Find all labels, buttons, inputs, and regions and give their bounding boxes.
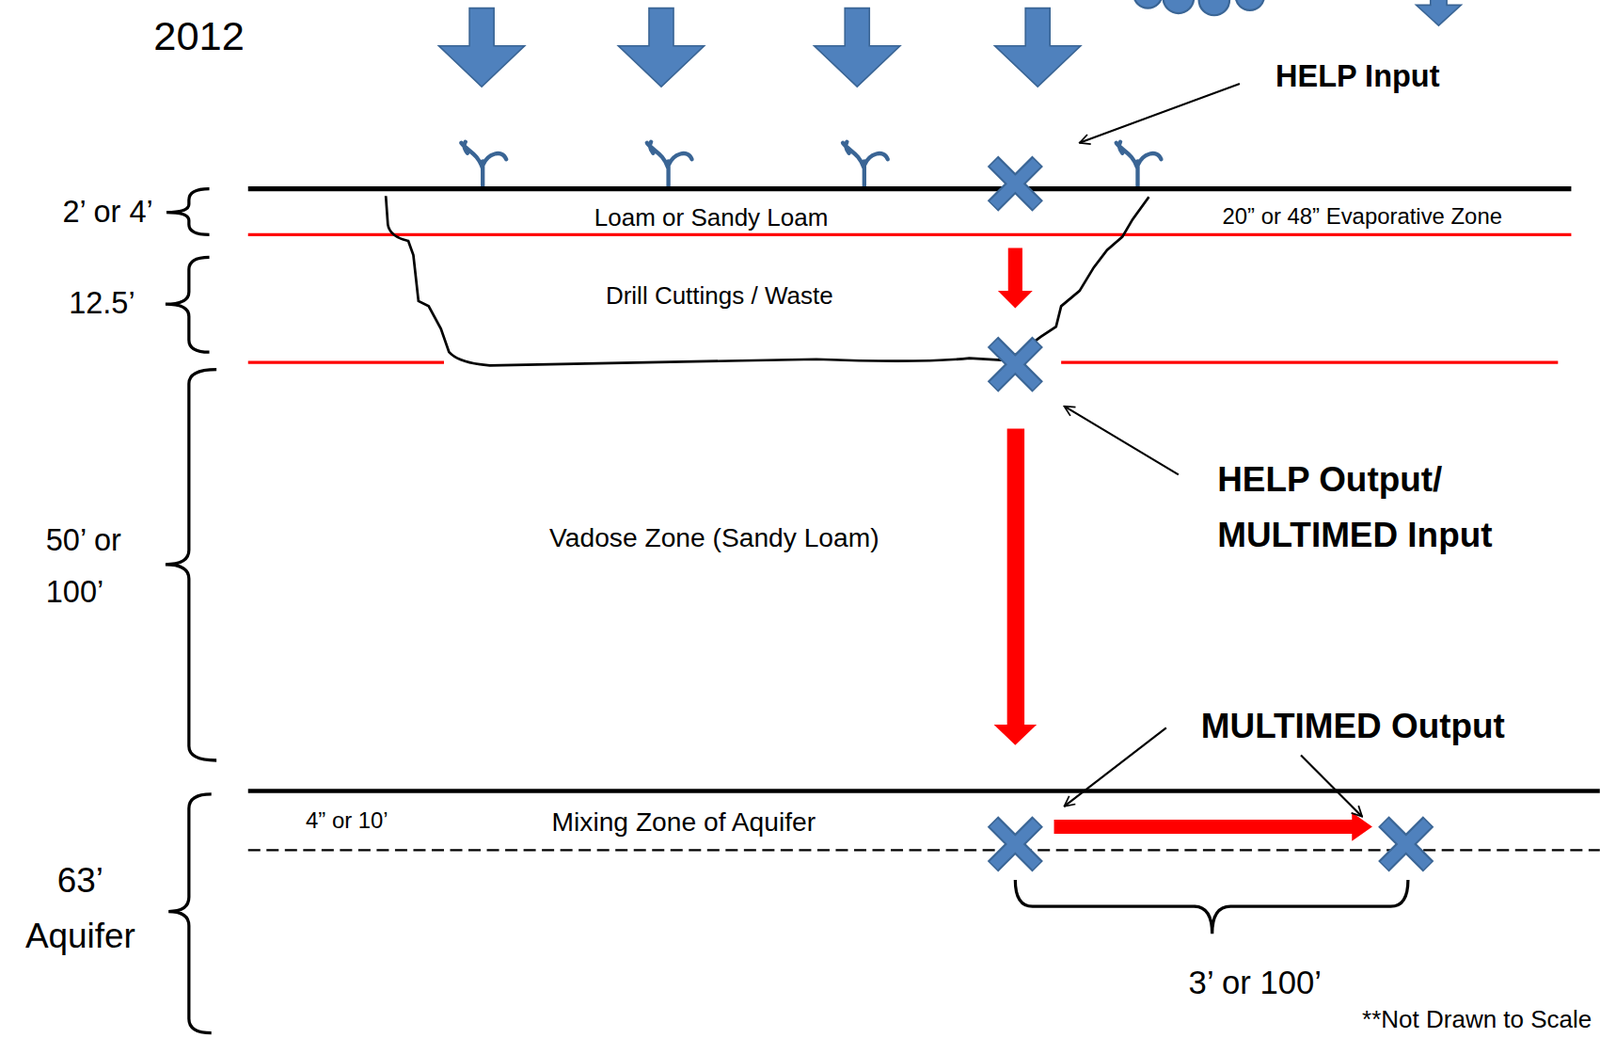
diagram-label: MULTIMED Output bbox=[1201, 705, 1505, 747]
leader-line bbox=[1079, 83, 1240, 143]
rain-arrow bbox=[814, 8, 901, 88]
cloud-puff bbox=[1163, 0, 1195, 14]
plants bbox=[460, 142, 1161, 190]
x-mark-outline bbox=[1383, 821, 1429, 867]
cloud-puff bbox=[1199, 0, 1231, 16]
diagram-label: 50’ or 100’ bbox=[46, 514, 123, 619]
x-mark bbox=[992, 821, 1038, 867]
leader-line bbox=[1063, 727, 1166, 807]
plant bbox=[460, 142, 507, 190]
diagram-label: 20” or 48” Evaporative Zone bbox=[1222, 203, 1503, 231]
diagram-label: HELP Input bbox=[1275, 58, 1441, 96]
plant bbox=[647, 142, 693, 190]
x-mark-outline bbox=[992, 160, 1038, 206]
x-mark-fill bbox=[994, 822, 1038, 866]
waste-base-left bbox=[248, 360, 444, 364]
diagram-label: 63’ Aquifer bbox=[3, 852, 158, 964]
leader-line bbox=[1063, 406, 1178, 476]
cloud-puff bbox=[1133, 0, 1162, 9]
diagram-label: 3’ or 100’ bbox=[1188, 963, 1322, 1003]
flow-arrow bbox=[998, 248, 1033, 309]
rain-arrow bbox=[1416, 0, 1462, 26]
cloud-puff bbox=[1235, 0, 1265, 11]
rain-arrow bbox=[439, 8, 525, 88]
x-mark-fill bbox=[994, 342, 1038, 386]
waste-base-right bbox=[1061, 360, 1558, 364]
diagram-label: Mixing Zone of Aquifer bbox=[552, 806, 816, 839]
brace bbox=[1014, 879, 1409, 934]
flow-arrow bbox=[994, 428, 1038, 745]
brace bbox=[166, 189, 210, 236]
x-marks bbox=[992, 160, 1428, 866]
plant bbox=[842, 142, 888, 190]
diagram-label: **Not Drawn to Scale bbox=[1362, 1004, 1592, 1034]
x-mark bbox=[992, 341, 1038, 387]
evaporative-zone-base bbox=[248, 233, 1572, 237]
x-mark bbox=[992, 160, 1038, 206]
x-mark bbox=[1383, 821, 1429, 867]
cloud bbox=[1133, 0, 1265, 16]
diagram-label: 2’ or 4’ bbox=[62, 193, 153, 231]
brace bbox=[168, 793, 212, 1033]
water-table bbox=[248, 788, 1600, 793]
diagram-label: Vadose Zone (Sandy Loam) bbox=[549, 522, 879, 555]
x-mark-fill bbox=[994, 161, 1038, 206]
diagram-label: 12.5’ bbox=[68, 285, 135, 322]
plant bbox=[1116, 142, 1162, 190]
rain-arrow bbox=[995, 8, 1081, 88]
diagram-label: 4” or 10’ bbox=[305, 807, 389, 835]
x-mark-outline bbox=[992, 821, 1038, 867]
diagram-label: Drill Cuttings / Waste bbox=[605, 281, 834, 311]
brace bbox=[165, 256, 210, 352]
ground-surface bbox=[248, 186, 1572, 191]
braces bbox=[165, 189, 1409, 1033]
leader-lines bbox=[1063, 83, 1363, 817]
brace bbox=[165, 369, 217, 761]
x-mark-outline bbox=[992, 341, 1038, 387]
diagram-label: HELP Output/ MULTIMED Input bbox=[1217, 451, 1565, 563]
rain-arrow bbox=[617, 8, 704, 88]
x-mark-fill bbox=[1384, 822, 1428, 866]
flow-arrow bbox=[1054, 811, 1373, 840]
diagram-label: Loam or Sandy Loam bbox=[594, 203, 829, 233]
year-title: 2012 bbox=[153, 11, 245, 61]
leader-line bbox=[1300, 755, 1363, 817]
